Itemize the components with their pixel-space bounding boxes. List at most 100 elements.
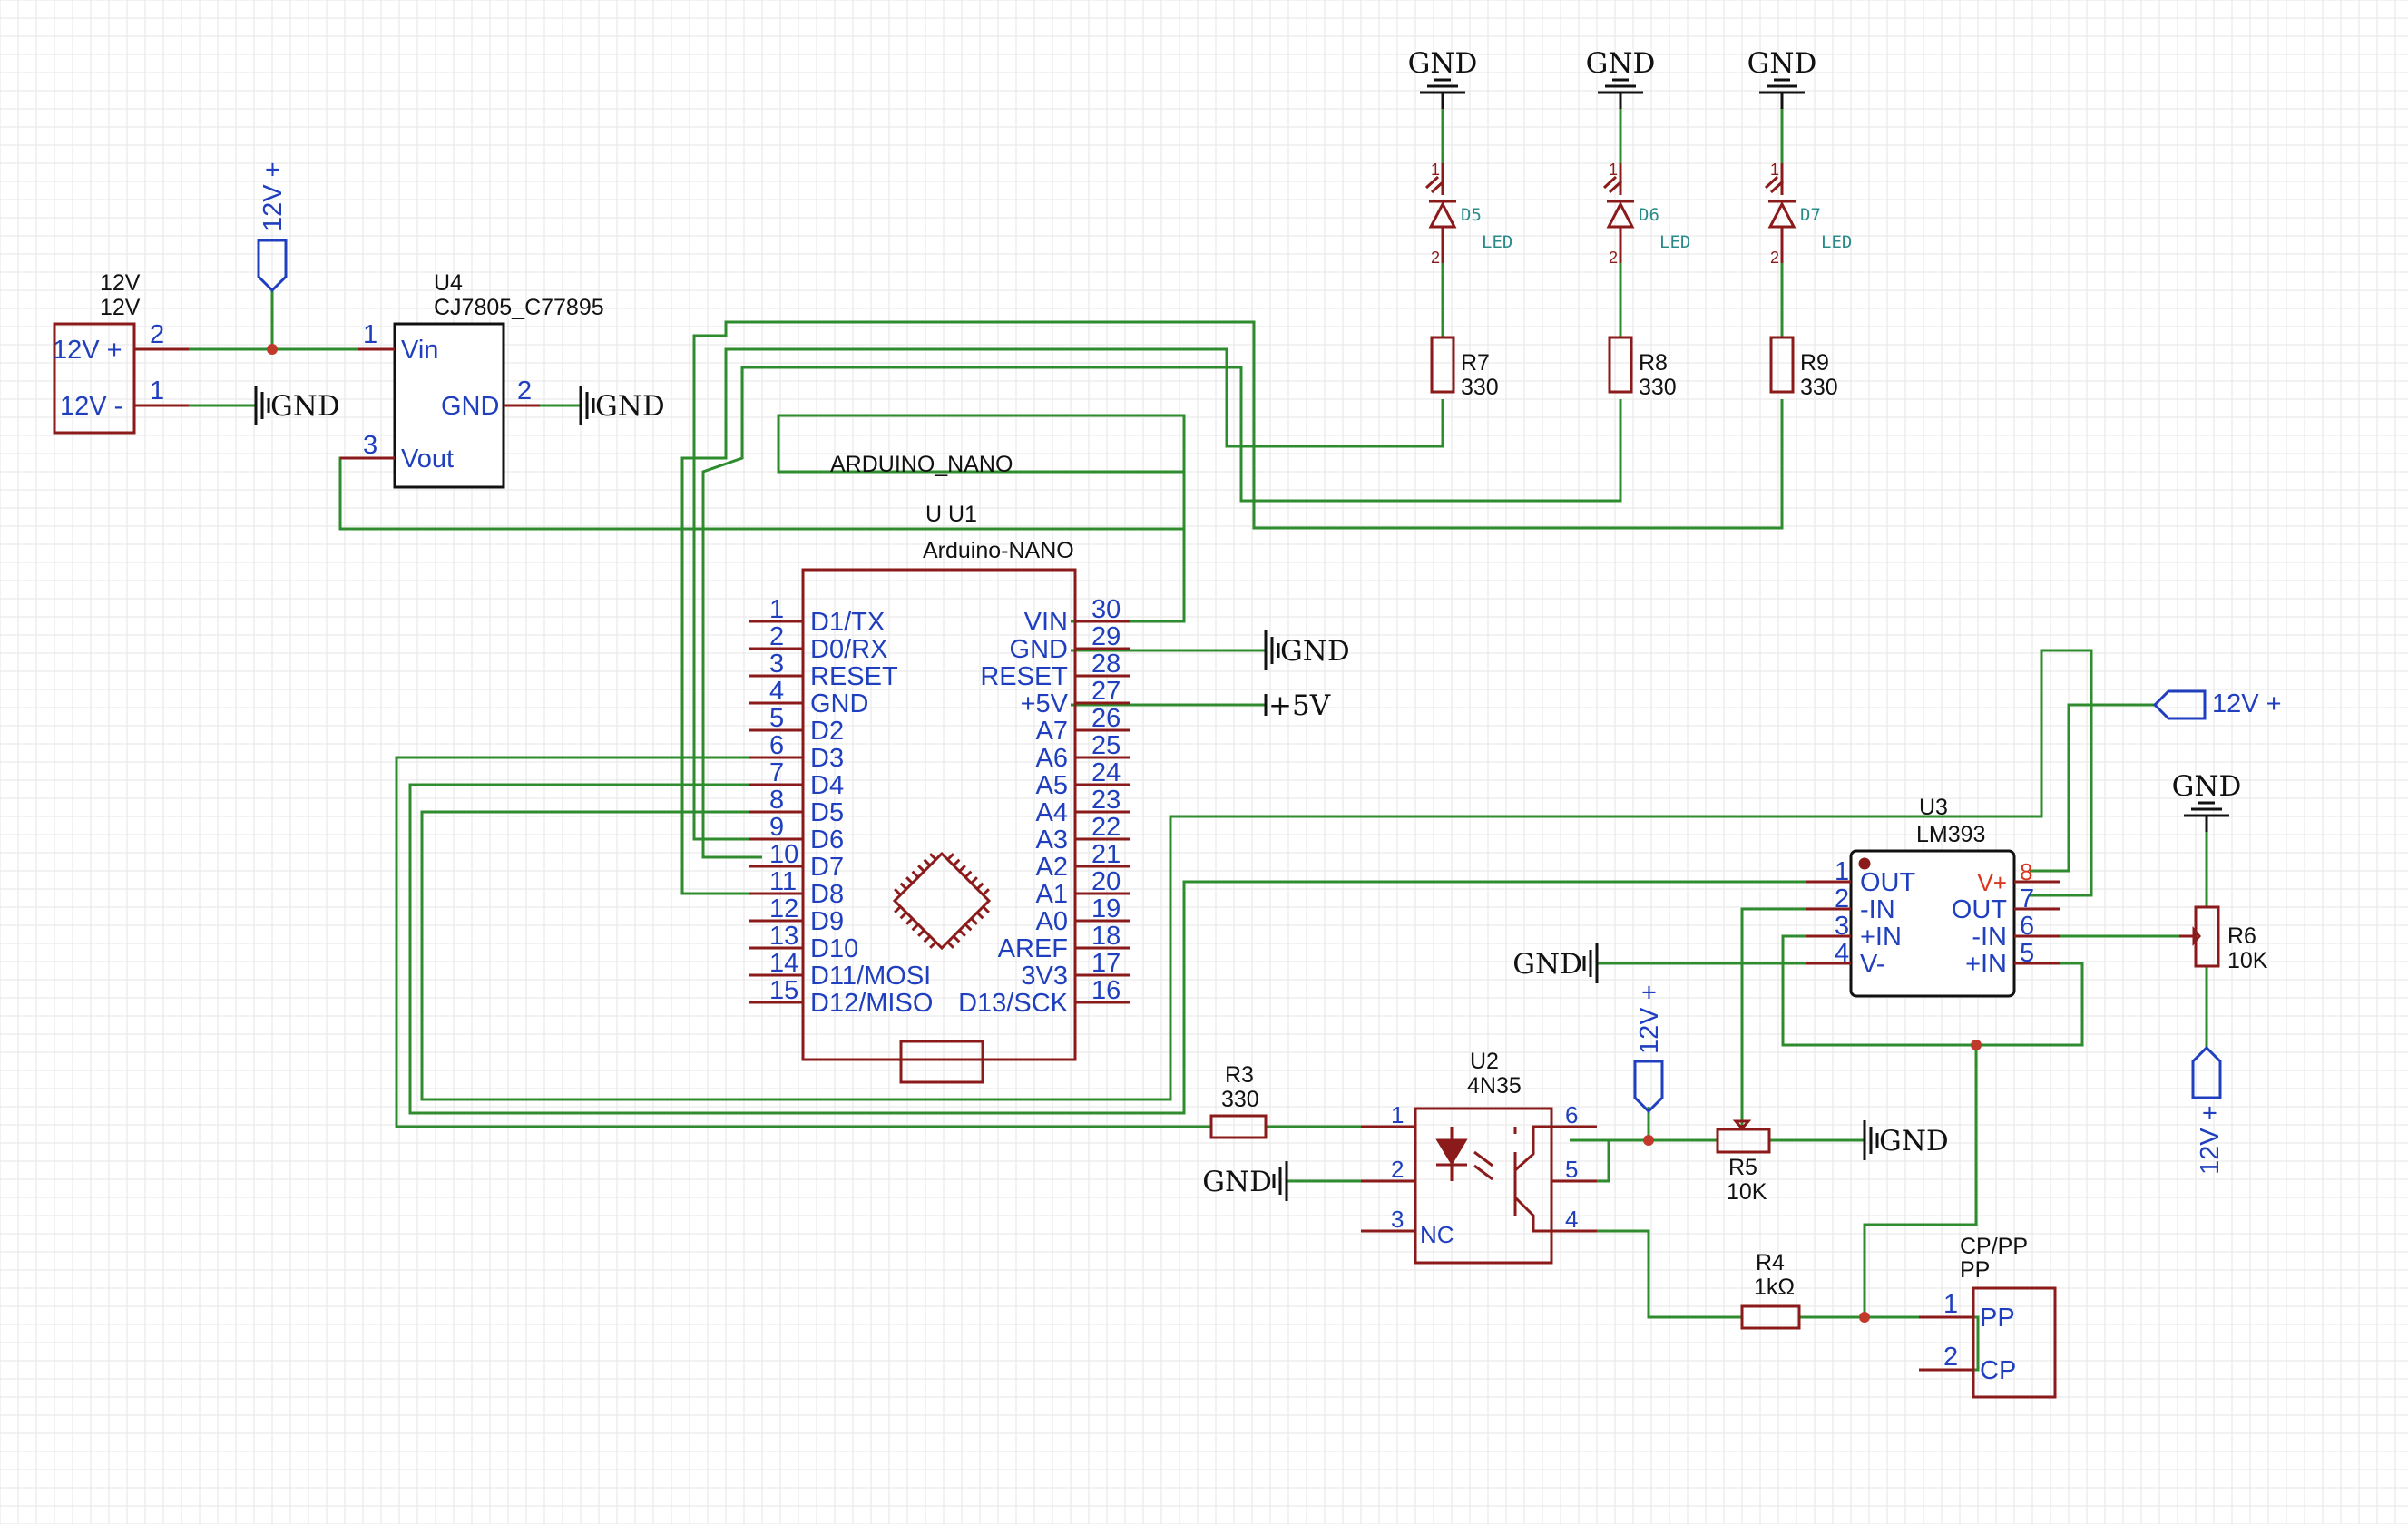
mcu-pin-stub [923, 858, 932, 867]
u3-pin-num: 2 [1835, 884, 1849, 913]
nano-pin-name: D0/RX [810, 635, 887, 664]
nano-pin-num: 26 [1091, 704, 1121, 733]
u4-gnd-label: GND [441, 392, 499, 421]
cp-pin1-num: 1 [1943, 1290, 1958, 1319]
nano-pin-num: 15 [769, 976, 798, 1005]
u4-pin2-num: 2 [517, 376, 532, 405]
gnd-label: GND [1512, 948, 1582, 981]
port-flag [1633, 1060, 1664, 1114]
u3-pin-num: 5 [2020, 939, 2034, 968]
led-triangle [1606, 200, 1635, 229]
led-resistor-body [1430, 336, 1455, 394]
u2-led-triangle [1435, 1138, 1468, 1166]
power-port-12v-r6: 12V + [2191, 1045, 2225, 1175]
mcu-pin-stub [929, 941, 937, 949]
power-port-12v-opto: 12V + [1633, 984, 1664, 1114]
mcu-pin-stub [982, 888, 990, 896]
mcu-pin-stub [905, 917, 914, 925]
wire-d5-lm393-out2 [420, 649, 2093, 1101]
led-triangle [1767, 200, 1796, 229]
power-label-5v: +5V [1264, 689, 1331, 722]
u3-pin-num: 7 [2020, 884, 2034, 913]
u2-value: 4N35 [1467, 1073, 1522, 1099]
nano-pin-name: D5 [810, 798, 844, 827]
regulator-u4: U4 CJ7805_C77895 1 2 3 Vin GND Vout [340, 270, 604, 489]
nano-pin-num: 3 [769, 650, 784, 679]
mcu-pin-stub [975, 882, 984, 891]
port-flag [2152, 689, 2207, 720]
nano-pin-num: 4 [769, 677, 784, 706]
u4-body [393, 322, 505, 489]
nano-pin-num: 21 [1091, 840, 1121, 869]
port-flag [257, 239, 288, 293]
r5-ref: R5 [1728, 1155, 1757, 1180]
r5-body [1716, 1128, 1771, 1154]
gnd-label: GND [595, 390, 665, 423]
nano-pin-num: 5 [769, 704, 784, 733]
r6-wiper-arrow [2192, 925, 2201, 947]
port-12v-r6-label: 12V + [2196, 1105, 2225, 1175]
u3-pin-num: 8 [2020, 858, 2032, 885]
nano-pin-name: AREF [998, 934, 1068, 963]
nano-pin-num: 28 [1091, 650, 1121, 679]
nano-pin-name: GND [1010, 635, 1068, 664]
r6-value: 10K [2227, 948, 2268, 973]
nano-pin-name: D9 [810, 907, 844, 936]
u2-light-arrow [1473, 1150, 1493, 1167]
led-emit-arrow [1430, 180, 1445, 194]
conn-12v-pin2-num: 2 [150, 320, 164, 349]
r4-ref: R4 [1756, 1250, 1785, 1275]
mcu-pin-stub [923, 934, 932, 943]
ground-symbol: GND [1512, 943, 1599, 983]
nano-pin-num: 6 [769, 731, 784, 760]
nano-title: ARDUINO_NANO [830, 452, 1013, 477]
junction-dot [267, 344, 278, 355]
mcu-pin-stub [894, 905, 902, 913]
nano-pin-num: 23 [1091, 786, 1121, 815]
resistor-r4: R4 1kΩ [1740, 1250, 1801, 1330]
led-ref: D5 [1461, 205, 1482, 225]
nano-pin-name: A5 [1036, 771, 1068, 800]
cp-pin2-num: 2 [1943, 1343, 1958, 1372]
u3-pin-name: OUT [1860, 868, 1916, 897]
nano-pin-name: A7 [1036, 717, 1068, 746]
ground-symbol: GND [1863, 1120, 1949, 1160]
cp-body [1972, 1286, 2057, 1399]
nano-pin-num: 16 [1091, 976, 1121, 1005]
mcu-pin-stub [975, 911, 984, 920]
u4-vin-label: Vin [401, 336, 438, 365]
led-resistor-value: 330 [1461, 375, 1499, 400]
u2-pin6-num: 6 [1565, 1101, 1578, 1128]
power-port-12v-top: 12V + [257, 161, 288, 293]
mcu-pin-stub [899, 911, 908, 920]
u3-pin-name: +IN [1965, 950, 2007, 979]
nano-pin-num: 29 [1091, 622, 1121, 651]
r4-value: 1kΩ [1754, 1275, 1795, 1300]
u3-ref: U3 [1919, 795, 1948, 820]
led-resistor-value: 330 [1639, 375, 1677, 400]
mcu-pin-stub [917, 929, 925, 937]
mcu-pin-stub [894, 888, 902, 896]
nano-pin-num: 14 [769, 949, 798, 978]
ground-symbol: GND [579, 386, 665, 425]
r3-value: 330 [1221, 1087, 1259, 1112]
u3-pin-num: 3 [1835, 912, 1849, 941]
u4-vout-label: Vout [401, 444, 454, 474]
nano-pin-name: D6 [810, 826, 844, 855]
nano-pin-num: 11 [769, 867, 797, 896]
led-resistor-body [1608, 336, 1633, 394]
u3-body [1849, 849, 2016, 998]
mcu-pin-stub [911, 923, 920, 932]
nano-pin-name: D2 [810, 717, 844, 746]
u2-body [1414, 1107, 1553, 1265]
mcu-pin-stub [929, 853, 937, 861]
led-pin-k-num: 2 [1431, 249, 1440, 267]
gnd-label: GND [1879, 1125, 1949, 1158]
u3-value: LM393 [1916, 822, 1985, 847]
nano-pin-num: 30 [1091, 595, 1121, 624]
cp-pin2-label: CP [1980, 1356, 2016, 1385]
